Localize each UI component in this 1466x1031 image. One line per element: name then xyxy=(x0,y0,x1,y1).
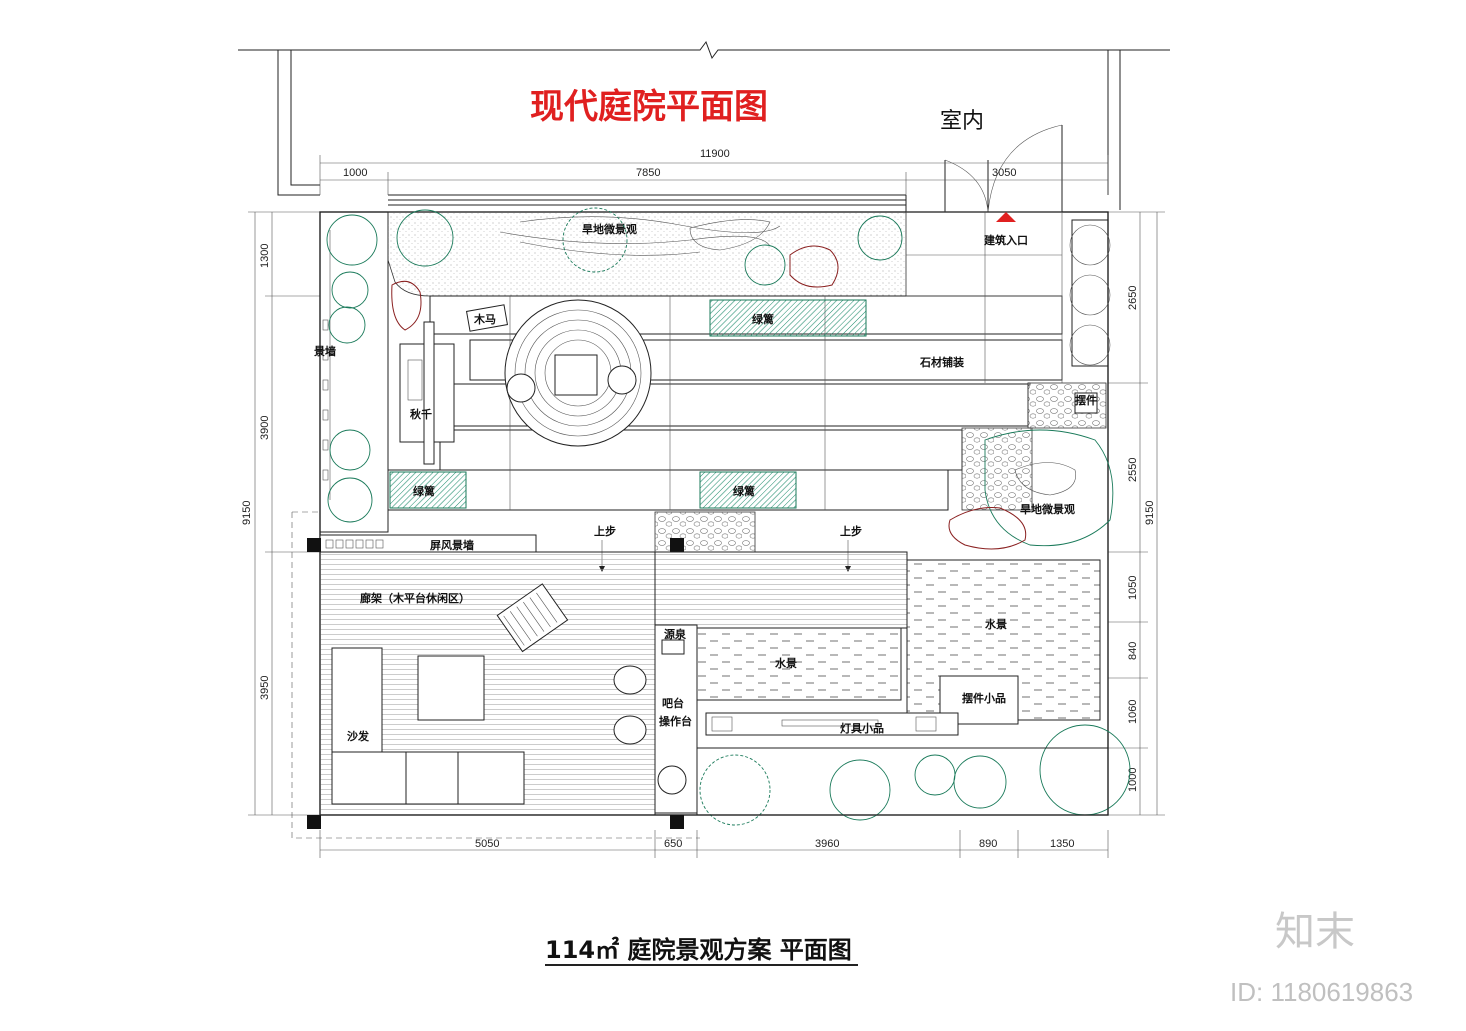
entrance-label: 建筑入口 xyxy=(984,233,1028,247)
ornament-label: 摆件 xyxy=(1075,393,1097,407)
dim-left-3: 3950 xyxy=(259,676,271,700)
lamp-ornament-label: 灯具小品 xyxy=(840,721,884,735)
screen-wall-slots xyxy=(325,539,384,549)
hedge-1-label: 绿篱 xyxy=(752,312,774,326)
dim-right-3: 1050 xyxy=(1127,576,1139,600)
screen-wall xyxy=(319,534,537,553)
feature-wall-slots xyxy=(322,319,329,481)
dim-top-2: 7850 xyxy=(636,167,660,179)
lounge-chair xyxy=(496,583,569,653)
hedge-2 xyxy=(389,471,467,509)
water-feature-1-label: 水景 xyxy=(775,656,797,670)
dim-top-3: 3050 xyxy=(992,167,1016,179)
round-table-set xyxy=(504,299,652,447)
wooden-horse xyxy=(465,304,509,332)
dim-right-5: 1060 xyxy=(1127,700,1139,724)
dim-left-1: 1300 xyxy=(259,244,271,268)
ornament-small-label: 摆件小品 xyxy=(962,691,1006,705)
dim-bottom-3: 3960 xyxy=(815,838,839,850)
dim-top-total: 11900 xyxy=(700,148,730,160)
water-feature-1 xyxy=(696,627,902,701)
sofa xyxy=(331,647,525,805)
pergola-label: 廊架（木平台休闲区） xyxy=(360,591,470,605)
watermark-brand: 知末 xyxy=(1275,909,1355,955)
building-outline xyxy=(238,40,1170,213)
step-up-2-label: 上步 xyxy=(840,524,862,538)
dim-right-4: 840 xyxy=(1127,642,1139,660)
indoor-label: 室内 xyxy=(940,109,984,134)
dim-top-1: 1000 xyxy=(343,167,367,179)
feature-wall-label: 景墙 xyxy=(313,344,336,358)
dim-right-total: 9150 xyxy=(1144,501,1156,525)
wooden-horse-label: 木马 xyxy=(473,312,496,326)
dim-right-1: 2650 xyxy=(1127,286,1139,310)
lower-area: 廊架（木平台休闲区） 沙发 源泉 吧台 操作台 xyxy=(319,551,1109,816)
water-feature-2-label: 水景 xyxy=(985,617,1007,631)
hedge-2-label: 绿篱 xyxy=(413,484,435,498)
left-dimensions: 9150 1300 3900 3950 xyxy=(241,211,320,816)
dim-left-total: 9150 xyxy=(241,501,253,525)
water-source-label: 源泉 xyxy=(664,627,687,641)
dim-bottom-4: 890 xyxy=(979,838,997,850)
stone-paving-label: 石材铺装 xyxy=(919,355,964,369)
swing xyxy=(399,321,455,465)
right-dimensions: 9150 2650 2550 1050 840 1060 1000 xyxy=(1108,211,1165,816)
main-title: 114㎡ 庭院景观方案 平面图 xyxy=(545,936,852,964)
screen-wall-label: 屏风景墙 xyxy=(430,538,474,552)
dim-bottom-2: 650 xyxy=(664,838,682,850)
dim-left-2: 3900 xyxy=(259,416,271,440)
entrance-marker-icon xyxy=(996,212,1016,222)
dim-bottom-5: 1350 xyxy=(1050,838,1074,850)
upper-garden: 景墙 旱地微景观 石材铺装 绿篱 绿篱 xyxy=(307,211,1114,829)
dim-bottom-1: 5050 xyxy=(475,838,499,850)
right-planter xyxy=(1071,219,1109,367)
sofa-label: 沙发 xyxy=(347,729,370,743)
plan-title: 现代庭院平面图 xyxy=(530,87,768,127)
operation-table-label: 操作台 xyxy=(659,714,692,728)
bottom-dimensions: 5050 650 3960 890 1350 xyxy=(319,830,1109,858)
planting xyxy=(326,207,1131,826)
swing-label: 秋千 xyxy=(410,407,432,421)
hedge-3 xyxy=(699,471,797,509)
dry-landscape-right-label: 旱地微景观 xyxy=(1020,502,1075,516)
top-dimensions: 11900 1000 7850 3050 xyxy=(319,148,1109,195)
lamp-ornament xyxy=(705,712,959,736)
hedge-1 xyxy=(709,299,867,337)
step-up-1-label: 上步 xyxy=(594,524,616,538)
dry-landscape-top-label: 旱地微景观 xyxy=(582,222,637,236)
hedge-3-label: 绿篱 xyxy=(733,484,755,498)
bar-label: 吧台 xyxy=(662,696,684,710)
watermark-id: ID: 1180619863 xyxy=(1230,977,1413,1007)
dim-right-2: 2550 xyxy=(1127,458,1139,482)
